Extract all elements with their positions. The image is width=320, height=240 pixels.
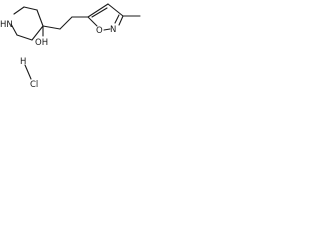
piperidine-ring	[10, 6, 44, 41]
oh-label: OH	[35, 38, 48, 48]
h-cl-bond	[24, 64, 32, 80]
bond	[87, 16, 98, 27]
bond	[31, 25, 44, 41]
nh-label: HN	[0, 20, 13, 30]
bond	[87, 3, 109, 18]
bond	[13, 6, 25, 15]
bond	[91, 7, 108, 18]
bond	[23, 6, 38, 11]
hcl-cl-label: Cl	[30, 80, 38, 90]
bond	[107, 3, 124, 17]
bond	[42, 25, 61, 30]
bond	[59, 16, 73, 30]
isoxazole-ring	[87, 3, 124, 31]
bond	[10, 23, 18, 36]
chemical-structure: HN OH O N H Cl	[0, 3, 141, 90]
bond	[114, 14, 120, 24]
isoxazole-n-label: N	[110, 25, 116, 35]
hcl-h-label: H	[20, 57, 26, 67]
isoxazole-o-label: O	[96, 26, 103, 36]
bond	[103, 28, 111, 31]
bond	[36, 9, 44, 27]
ethyl-linker	[42, 16, 89, 30]
bond	[118, 15, 124, 26]
bond	[16, 34, 33, 41]
